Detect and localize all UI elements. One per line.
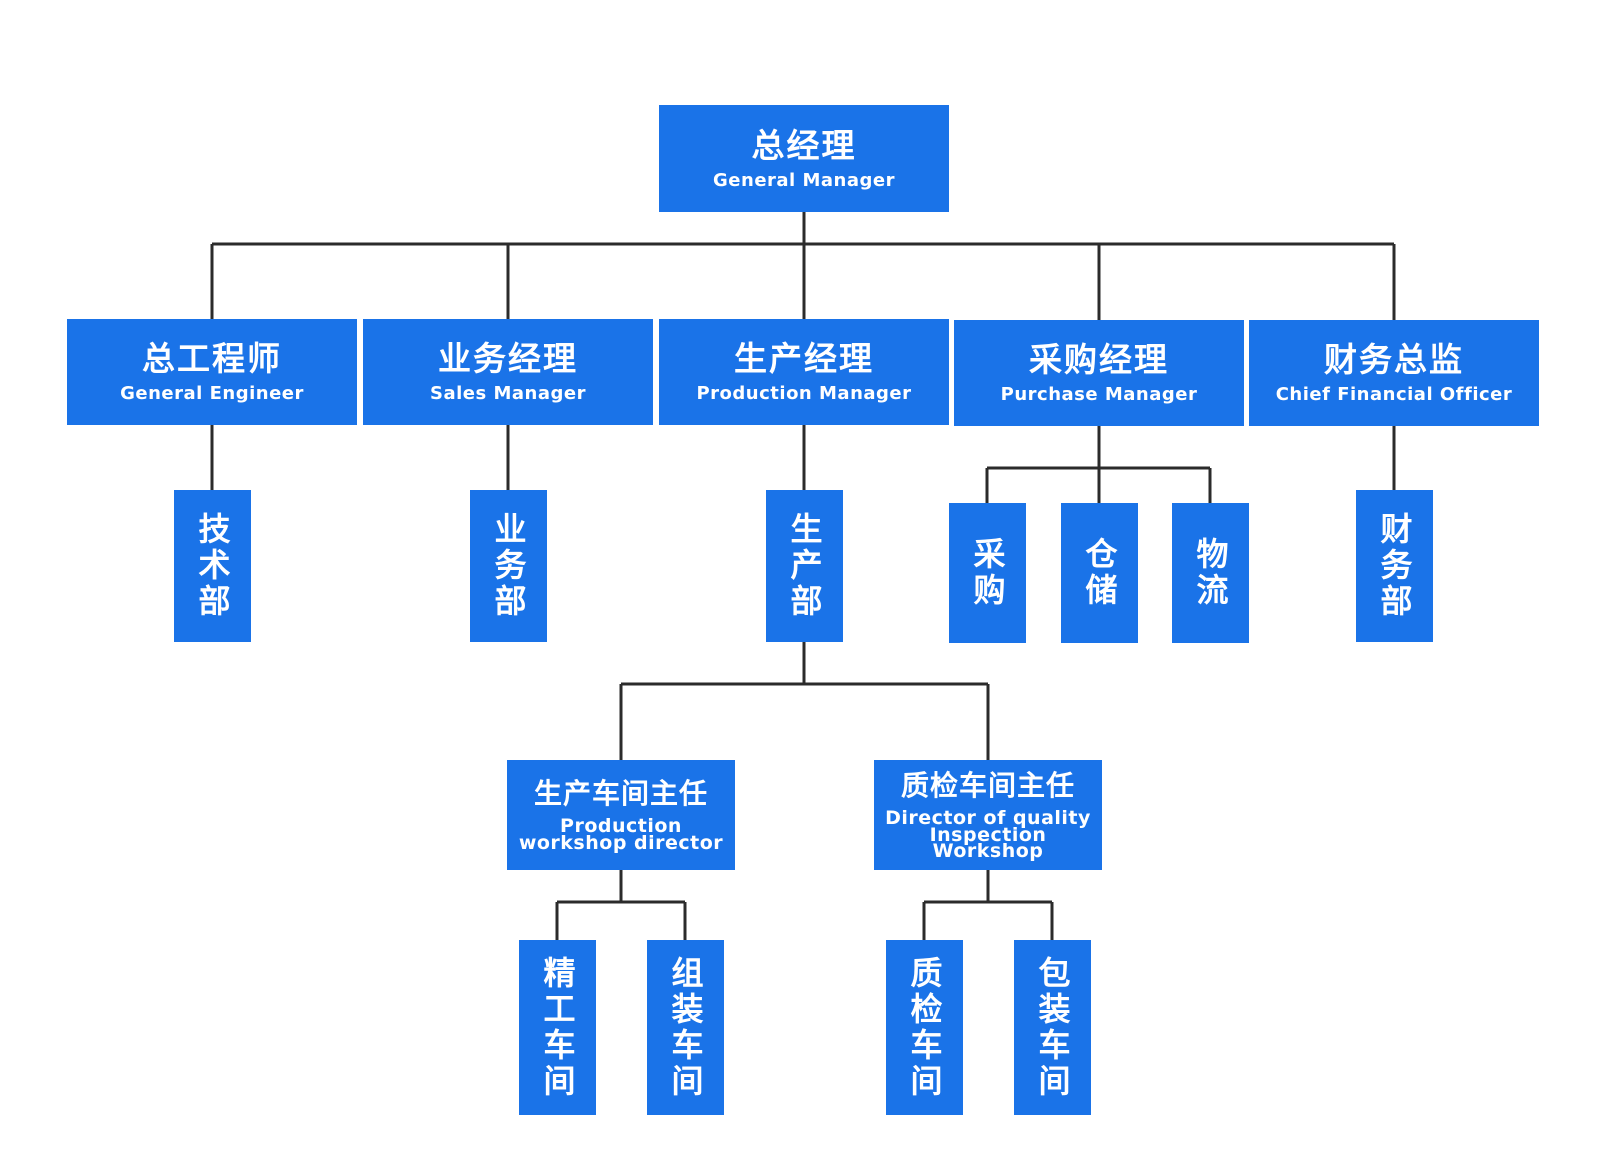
node-assembly-workshop: 组装车间: [647, 940, 724, 1115]
node-finance-dept-label: 财务部: [1375, 512, 1414, 620]
node-general-engineer-zh: 总工程师: [142, 339, 282, 379]
node-general-engineer: 总工程师 General Engineer: [67, 319, 357, 425]
node-sales-dept: 业务部: [470, 490, 547, 642]
node-purchase-dept: 采购: [949, 503, 1026, 643]
node-purchase-manager: 采购经理 Purchase Manager: [954, 320, 1244, 426]
node-cfo-en: Chief Financial Officer: [1275, 384, 1513, 406]
node-production-dept: 生产部: [766, 490, 843, 642]
node-precision-workshop: 精工车间: [519, 940, 596, 1115]
node-production-workshop-director: 生产车间主任 Production workshop director: [507, 760, 735, 870]
node-general-engineer-en: General Engineer: [120, 383, 304, 405]
node-logistics-dept: 物流: [1172, 503, 1249, 643]
node-production-manager: 生产经理 Production Manager: [659, 319, 949, 425]
node-assembly-workshop-label: 组装车间: [666, 955, 705, 1100]
node-inspection-workshop-label: 质检车间: [905, 955, 944, 1100]
node-tech-dept: 技术部: [174, 490, 251, 642]
node-logistics-dept-label: 物流: [1191, 537, 1230, 609]
node-storage-dept-label: 仓储: [1080, 537, 1119, 609]
node-production-workshop-director-en: Production workshop director: [518, 815, 724, 855]
node-production-workshop-director-zh: 生产车间主任: [533, 777, 708, 811]
node-packaging-workshop: 包装车间: [1014, 940, 1091, 1115]
node-inspection-workshop: 质检车间: [886, 940, 963, 1115]
node-cfo-zh: 财务总监: [1324, 340, 1464, 380]
node-tech-dept-label: 技术部: [193, 512, 232, 620]
node-sales-manager-en: Sales Manager: [430, 383, 586, 405]
node-general-manager-zh: 总经理: [751, 125, 857, 165]
node-production-dept-label: 生产部: [785, 512, 824, 620]
node-purchase-dept-label: 采购: [968, 537, 1007, 609]
node-quality-inspection-director: 质检车间主任 Director of quality Inspection Wo…: [874, 760, 1102, 870]
node-production-manager-zh: 生产经理: [734, 339, 874, 379]
node-finance-dept: 财务部: [1356, 490, 1433, 642]
node-sales-dept-label: 业务部: [489, 512, 528, 620]
node-purchase-manager-zh: 采购经理: [1029, 340, 1169, 380]
node-packaging-workshop-label: 包装车间: [1033, 955, 1072, 1100]
node-quality-inspection-director-en: Director of quality Inspection Workshop: [885, 807, 1091, 863]
node-quality-inspection-director-zh: 质检车间主任: [900, 768, 1075, 802]
node-cfo: 财务总监 Chief Financial Officer: [1249, 320, 1539, 426]
node-sales-manager: 业务经理 Sales Manager: [363, 319, 653, 425]
node-production-manager-en: Production Manager: [696, 383, 912, 405]
node-general-manager-en: General Manager: [713, 169, 895, 191]
node-storage-dept: 仓储: [1061, 503, 1138, 643]
node-general-manager: 总经理 General Manager: [659, 105, 949, 212]
node-sales-manager-zh: 业务经理: [438, 339, 578, 379]
node-purchase-manager-en: Purchase Manager: [1000, 384, 1198, 406]
node-precision-workshop-label: 精工车间: [538, 955, 577, 1100]
